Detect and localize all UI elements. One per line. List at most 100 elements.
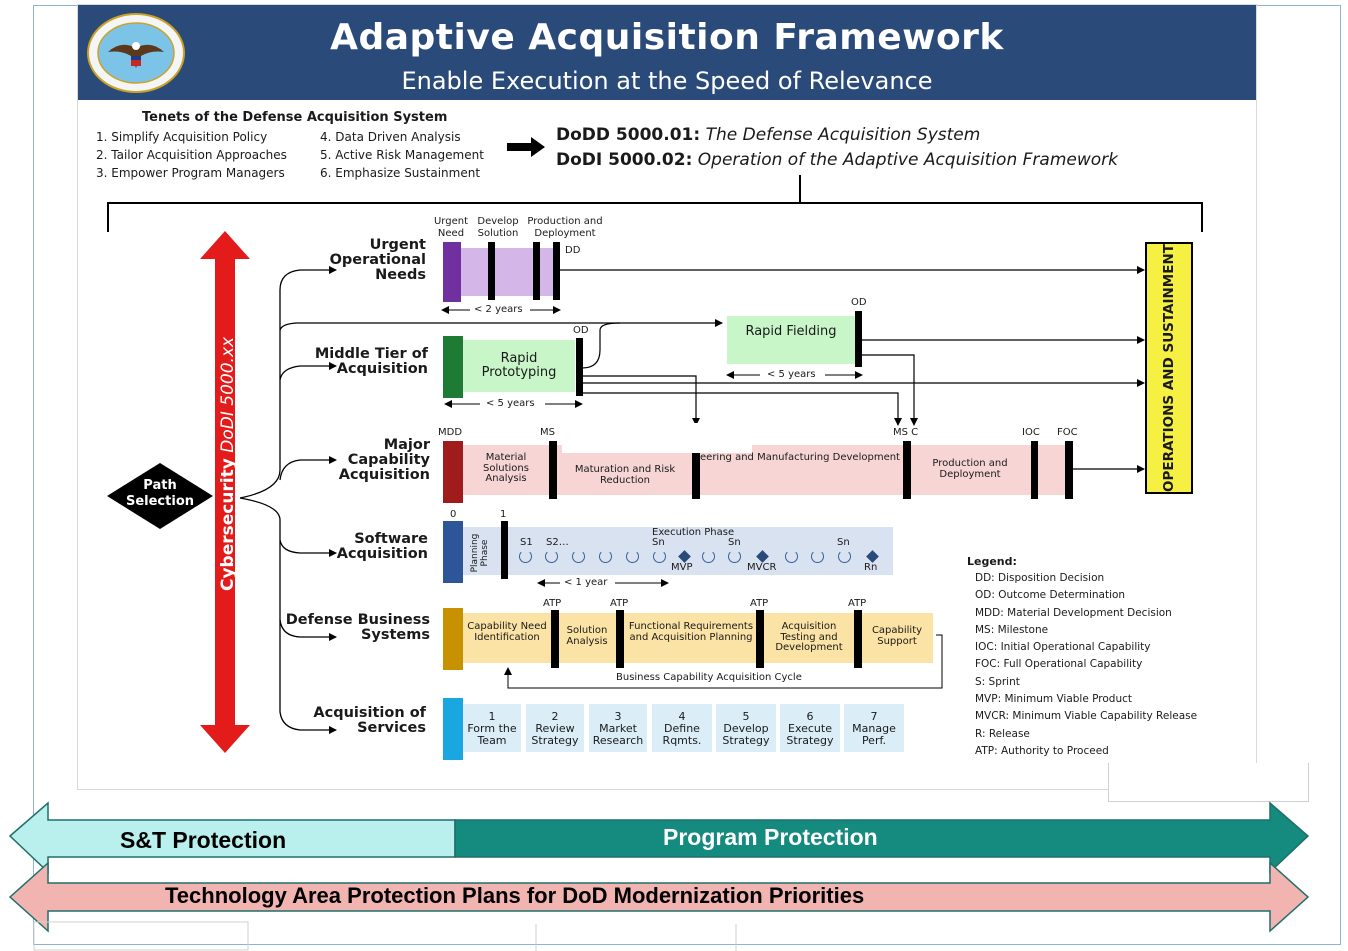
uon-milestone-bar (553, 242, 560, 300)
sw-sprint-label: S1 (520, 537, 533, 548)
svc-step-number: 2 (551, 710, 559, 723)
tech-protection-label: Technology Area Protection Plans for DoD… (165, 883, 865, 908)
dbs-phase: Functional Requirements and Acquisition … (628, 621, 754, 643)
legend: DD: Disposition Decision OD: Outcome Det… (975, 570, 1197, 760)
mca-milestone-label: MDD (438, 427, 463, 438)
cybersecurity-ref: DoDI 5000.xx (218, 336, 238, 453)
uon-milestone-bar (488, 242, 495, 300)
path-label-services: Acquisition of Services (313, 705, 426, 737)
mca-phase: Production and Deployment (932, 458, 1008, 480)
mta-start-block (443, 336, 463, 398)
slide-notch (1108, 763, 1309, 802)
operations-sustainment-label: OPERATIONS AND SUSTAINMENT (1161, 244, 1177, 492)
legend-item: R: Release (975, 727, 1030, 740)
legend-item: DD: Disposition Decision (975, 572, 1105, 584)
sprint-cycle-icon (728, 550, 741, 563)
dbs-atp-bar (854, 610, 862, 668)
path-label-mta: Middle Tier of Acquisition (314, 346, 428, 378)
sw-sprint-label: Sn (837, 537, 850, 548)
sw-milestone-bar (501, 521, 508, 579)
sw-start-block (443, 521, 463, 583)
sw-release-label: MVP (671, 562, 693, 573)
dbs-atp-bar (616, 610, 624, 668)
sw-release-label: MVCR (747, 562, 777, 573)
uon-dd-label: DD (565, 245, 581, 256)
legend-item: IOC: Initial Operational Capability (975, 641, 1151, 654)
dod-seal-icon (87, 13, 185, 93)
sprint-cycle-icon (545, 550, 558, 563)
svc-step-number: 1 (488, 710, 496, 723)
tenets-heading: Tenets of the Defense Acquisition System (142, 110, 448, 125)
sprint-cycle-icon (519, 550, 532, 563)
legend-item: MDD: Material Development Decision (975, 606, 1172, 619)
page-subtitle: Enable Execution at the Speed of Relevan… (401, 67, 933, 95)
path-label-mca: Major Capability Acquisition (338, 437, 430, 484)
dbs-atp-bar (756, 610, 764, 668)
legend-title: Legend: (967, 555, 1017, 568)
tenet-item: 4. Data Driven Analysis (320, 130, 461, 144)
dbs-phase: Solution Analysis (566, 625, 608, 647)
cybersecurity-label: Cybersecurity DoDI 5000.xx (218, 337, 240, 591)
mca-milestone-label: MS C (893, 427, 919, 438)
svc-step-number: 5 (742, 710, 750, 723)
mca-phase: Material Solutions Analysis (483, 452, 529, 484)
path-selection-label: Path Selection (125, 478, 194, 509)
sw-release-label: Rn (864, 562, 878, 573)
dbs-phase: Capability Support (871, 625, 923, 647)
svc-step-text: Develop Strategy (722, 722, 770, 747)
sprint-cycle-icon (626, 550, 639, 563)
mta-od-label: OD (851, 297, 867, 308)
program-protection-label: Program Protection (663, 824, 878, 850)
mta-od-label: OD (573, 325, 589, 336)
policy-code: DoDD 5000.01: (556, 125, 701, 145)
sw-sprint-label: Sn (652, 537, 665, 548)
sw-planning-phase: Planning Phase (470, 533, 490, 573)
cybersecurity-text: Cybersecurity (218, 458, 238, 591)
legend-item: MVCR: Minimum Viable Capability Release (975, 710, 1198, 723)
uon-header: Develop Solution (477, 216, 519, 239)
tenet-item: 3. Empower Program Managers (96, 166, 285, 180)
mca-phase-band (463, 445, 1069, 495)
uon-start-block (443, 242, 461, 302)
mca-milestone-label: IOC (1022, 427, 1040, 438)
svc-step-text: Manage Perf. (852, 722, 896, 747)
mca-phase: eering and Manufacturing Development (700, 452, 900, 463)
policy-references: DoDD 5000.01: The Defense Acquisition Sy… (556, 123, 1118, 173)
sprint-cycle-icon (785, 550, 798, 563)
sw-milestone-1: 1 (500, 509, 507, 520)
st-protection-label: S&T Protection (120, 827, 287, 853)
sw-execution-phase: Execution Phase (652, 527, 735, 538)
dbs-phase: Acquisition Testing and Development (775, 621, 843, 653)
uon-headers: Urgent NeedDevelop SolutionProduction an… (428, 216, 608, 240)
header-banner: Adaptive Acquisition Framework Enable Ex… (78, 5, 1256, 100)
svc-step-number: 3 (614, 710, 622, 723)
svc-step-number: 4 (678, 710, 686, 723)
mca-milestone-bar (692, 441, 700, 499)
dbs-atp-label: ATP (750, 598, 769, 609)
mca-start-block (443, 441, 463, 503)
legend-item: S: Sprint (975, 675, 1020, 688)
svc-step-text: Form the Team (467, 722, 517, 747)
sprint-cycle-icon (653, 550, 666, 563)
path-selection-diamond (107, 463, 213, 529)
tenet-item: 2. Tailor Acquisition Approaches (96, 148, 287, 162)
svc-step-text: Define Rqmts. (662, 722, 702, 747)
legend-item: FOC: Full Operational Capability (975, 658, 1143, 671)
svc-step-number: 6 (806, 710, 814, 723)
legend-item: MVP: Minimum Viable Product (975, 693, 1132, 706)
mca-phase: Maturation and Risk Reduction (574, 464, 676, 486)
protection-bands (8, 801, 1310, 951)
uon-phase-band (461, 248, 559, 296)
cybersecurity-double-arrow (200, 231, 250, 753)
mta-od-bar (855, 311, 862, 367)
page-title: Adaptive Acquisition Framework (330, 17, 1004, 58)
mca-milestone-bar (1031, 441, 1038, 499)
operations-sustainment-box (1145, 242, 1193, 494)
mta-prototyping-duration: < 5 years (486, 398, 535, 409)
